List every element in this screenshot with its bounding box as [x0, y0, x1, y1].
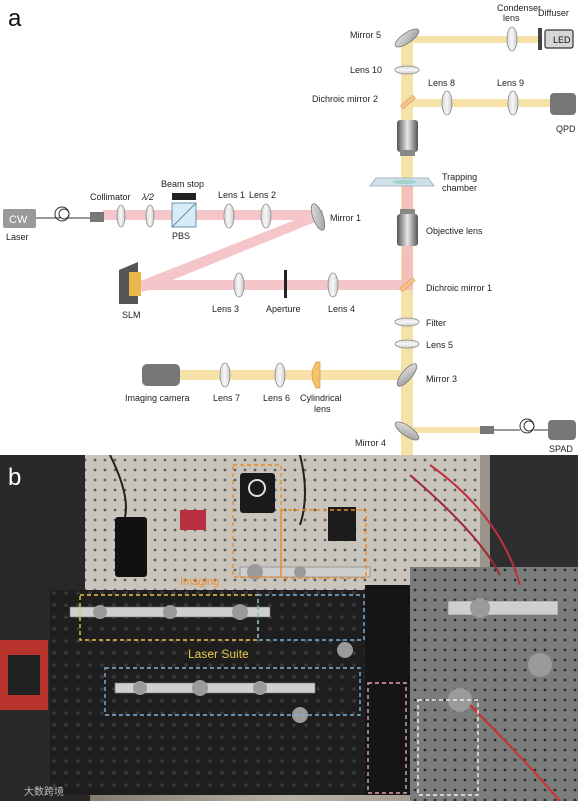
fiber-coil — [36, 206, 90, 222]
lens-6 — [274, 362, 286, 388]
mirror-1 — [310, 203, 326, 231]
led-source — [544, 29, 574, 49]
slm-label: SLM — [122, 310, 141, 320]
spad-label: SPAD — [549, 444, 573, 454]
lens-3-label: Lens 3 — [212, 304, 239, 314]
laser-suite-outline-blue — [104, 667, 361, 716]
mirror-1-label: Mirror 1 — [330, 213, 361, 223]
led-label: LED — [553, 35, 571, 45]
mirror-5-label: Mirror 5 — [350, 30, 381, 40]
lens-7 — [219, 362, 231, 388]
mirror-5 — [394, 28, 420, 48]
cw-laser — [3, 209, 36, 228]
lens-8-label: Lens 8 — [428, 78, 455, 88]
laser-label: Laser — [6, 232, 29, 242]
lens-1 — [223, 203, 235, 229]
diffuser-label: Diffuser — [538, 8, 569, 18]
mirror-3 — [396, 363, 418, 387]
lens-4-label: Lens 4 — [328, 304, 355, 314]
lens-4 — [327, 272, 339, 298]
imaging-region-label: Imaging — [180, 576, 219, 588]
qpd-detector — [550, 93, 576, 115]
dichroic-mirror-2-label: Dichroic mirror 2 — [312, 94, 378, 104]
spad-fiber — [480, 418, 548, 434]
mirror-4 — [394, 421, 420, 441]
diffuser — [538, 28, 542, 50]
lens-10 — [394, 65, 420, 75]
mirror-4-label: Mirror 4 — [355, 438, 386, 448]
trapping-chamber — [369, 177, 435, 187]
aperture-label: Aperture — [266, 304, 301, 314]
pbs-cube — [171, 202, 197, 228]
dichroic-mirror-2 — [400, 94, 416, 110]
lens-9 — [507, 90, 519, 116]
condenser-lens — [506, 26, 518, 52]
half-wave-plate — [116, 204, 126, 228]
lens-2-label: Lens 2 — [249, 190, 276, 200]
upper-objective-lens — [397, 120, 418, 156]
objective-lens-label: Objective lens — [426, 226, 483, 236]
lower-objective-lens — [397, 209, 418, 246]
panel-letter-b: b — [8, 464, 21, 491]
lens-3 — [233, 272, 245, 298]
collimator-label: Collimator — [90, 192, 131, 202]
lens-1-label: Lens 1 — [218, 190, 245, 200]
imaging-region-outline — [232, 464, 282, 578]
mirror-3-label: Mirror 3 — [426, 374, 457, 384]
lens-5 — [394, 339, 420, 349]
half-wave-label: λ/2 — [141, 192, 154, 202]
camera-photo — [240, 473, 275, 513]
aperture — [284, 270, 287, 298]
lens-7-label: Lens 7 — [213, 393, 240, 403]
lens-2 — [260, 203, 272, 229]
qpd-label: QPD — [556, 124, 576, 134]
collimator — [90, 212, 104, 222]
beam-stop-label: Beam stop — [161, 179, 204, 189]
half-wave-plate-2 — [145, 204, 155, 228]
filter — [394, 317, 420, 327]
dichroic-mirror-1-label: Dichroic mirror 1 — [426, 283, 492, 293]
cw-label: CW — [9, 214, 28, 226]
panel-letter-a: a — [8, 5, 22, 32]
lens-9-label: Lens 9 — [497, 78, 524, 88]
lens-6-label: Lens 6 — [263, 393, 290, 403]
laser-suite-outline-yellow — [79, 594, 259, 641]
laser-suite-label: Laser Suite — [188, 647, 249, 661]
lens-8 — [441, 90, 453, 116]
pbs-label: PBS — [172, 231, 190, 241]
dichroic-mirror-1 — [399, 277, 416, 293]
imaging-camera — [142, 364, 180, 386]
setup-photograph: b Imaging Laser Suite 大数跨境 — [0, 455, 578, 801]
cylindrical-lens — [311, 361, 321, 389]
watermark-text: 大数跨境 — [24, 785, 64, 798]
slm — [119, 262, 141, 304]
beam-stop — [172, 193, 196, 200]
filter-label: Filter — [426, 318, 446, 328]
lens-10-label: Lens 10 — [350, 65, 382, 75]
spad-detector — [548, 420, 576, 440]
lens-5-label: Lens 5 — [426, 340, 453, 350]
imaging-camera-label: Imaging camera — [125, 393, 190, 403]
